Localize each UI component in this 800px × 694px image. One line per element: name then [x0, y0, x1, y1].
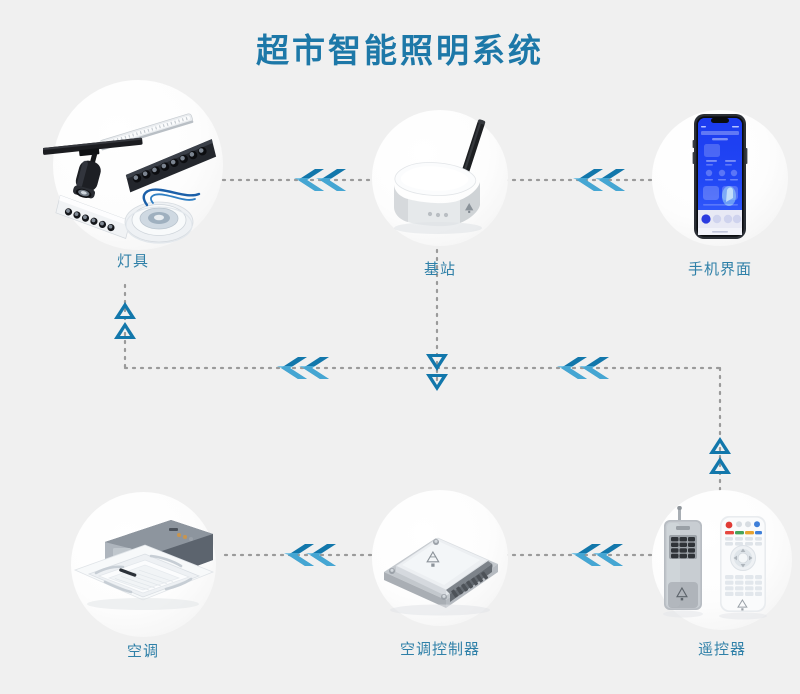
node-phone[interactable]: 手机界面 — [630, 110, 800, 310]
node-remote-label: 遥控器 — [697, 641, 746, 658]
node-accontrol[interactable]: 空调控制器 — [350, 490, 530, 690]
node-basestation[interactable]: 基站 — [350, 110, 530, 310]
node-remote[interactable]: 遥控器 — [632, 490, 800, 690]
node-backdrop-circle — [53, 80, 223, 250]
node-backdrop-circle — [372, 110, 508, 246]
node-backdrop-circle — [652, 490, 792, 630]
arrow-midbus-left — [277, 357, 329, 379]
node-backdrop-circle — [372, 490, 508, 626]
arrow-basestation-to-lighting — [294, 169, 346, 191]
node-lighting[interactable]: 灯具 — [43, 80, 223, 310]
arrow-remote-to-accontrol — [571, 544, 623, 566]
node-lighting-label: 灯具 — [116, 253, 149, 270]
node-accontrol-label: 空调控制器 — [399, 641, 480, 658]
arrow-midbus-center-left — [557, 357, 609, 379]
page-title: 超市智能照明系统 — [256, 32, 544, 69]
node-basestation-label: 基站 — [423, 261, 456, 278]
node-ac-label: 空调 — [126, 643, 159, 660]
node-backdrop-circle — [652, 110, 788, 246]
node-backdrop-circle — [71, 492, 216, 637]
node-phone-label: 手机界面 — [687, 261, 752, 278]
node-ac[interactable]: 空调 — [53, 490, 233, 690]
